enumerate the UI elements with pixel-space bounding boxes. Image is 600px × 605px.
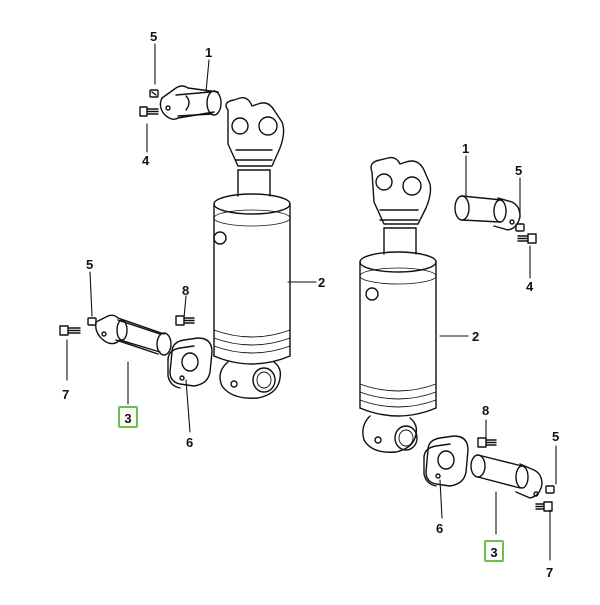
pin-lower-left — [95, 314, 172, 356]
callout-right-5-top: 5 — [515, 163, 523, 178]
pin-upper-left — [159, 85, 222, 121]
callout-right-5-lower: 5 — [552, 429, 560, 444]
cylinder-right — [359, 156, 437, 453]
grease-nipple-top-left — [149, 89, 159, 98]
grease-nipple-lower-right — [545, 485, 555, 494]
bolt-spacer-right — [477, 437, 497, 448]
bolt-top-right — [517, 233, 537, 244]
callout-left-4: 4 — [142, 153, 150, 168]
leader-lines-right — [439, 155, 557, 561]
pin-lower-right — [470, 454, 543, 499]
callout-left-6: 6 — [186, 435, 194, 450]
callout-right-4: 4 — [526, 279, 534, 294]
spacer-left — [167, 337, 213, 389]
grease-nipple-lower-left — [87, 317, 97, 326]
bolt-lower-right — [535, 501, 553, 512]
bolt-spacer-left — [175, 315, 195, 326]
callout-right-6: 6 — [436, 521, 444, 536]
leader-lines-left — [66, 43, 317, 433]
grease-nipple-top-right — [515, 223, 525, 232]
bolt-top-left — [139, 106, 159, 117]
callout-left-2: 2 — [318, 275, 326, 290]
spacer-right — [423, 435, 469, 487]
callout-left-1: 1 — [205, 45, 213, 60]
callout-left-7: 7 — [62, 387, 70, 402]
callout-left-5-lower: 5 — [86, 257, 94, 272]
callout-left-8: 8 — [182, 283, 190, 298]
cylinder-left — [213, 96, 291, 399]
callout-right-1: 1 — [462, 141, 470, 156]
callout-left-5-top: 5 — [150, 29, 158, 44]
bolt-lower-left — [59, 325, 81, 336]
callout-right-2: 2 — [472, 329, 480, 344]
callout-left-3-highlighted[interactable]: 3 — [118, 406, 138, 428]
callout-right-8: 8 — [482, 403, 490, 418]
pin-upper-right — [454, 195, 521, 231]
callout-right-3-highlighted[interactable]: 3 — [484, 540, 504, 562]
callout-right-7: 7 — [546, 565, 554, 580]
